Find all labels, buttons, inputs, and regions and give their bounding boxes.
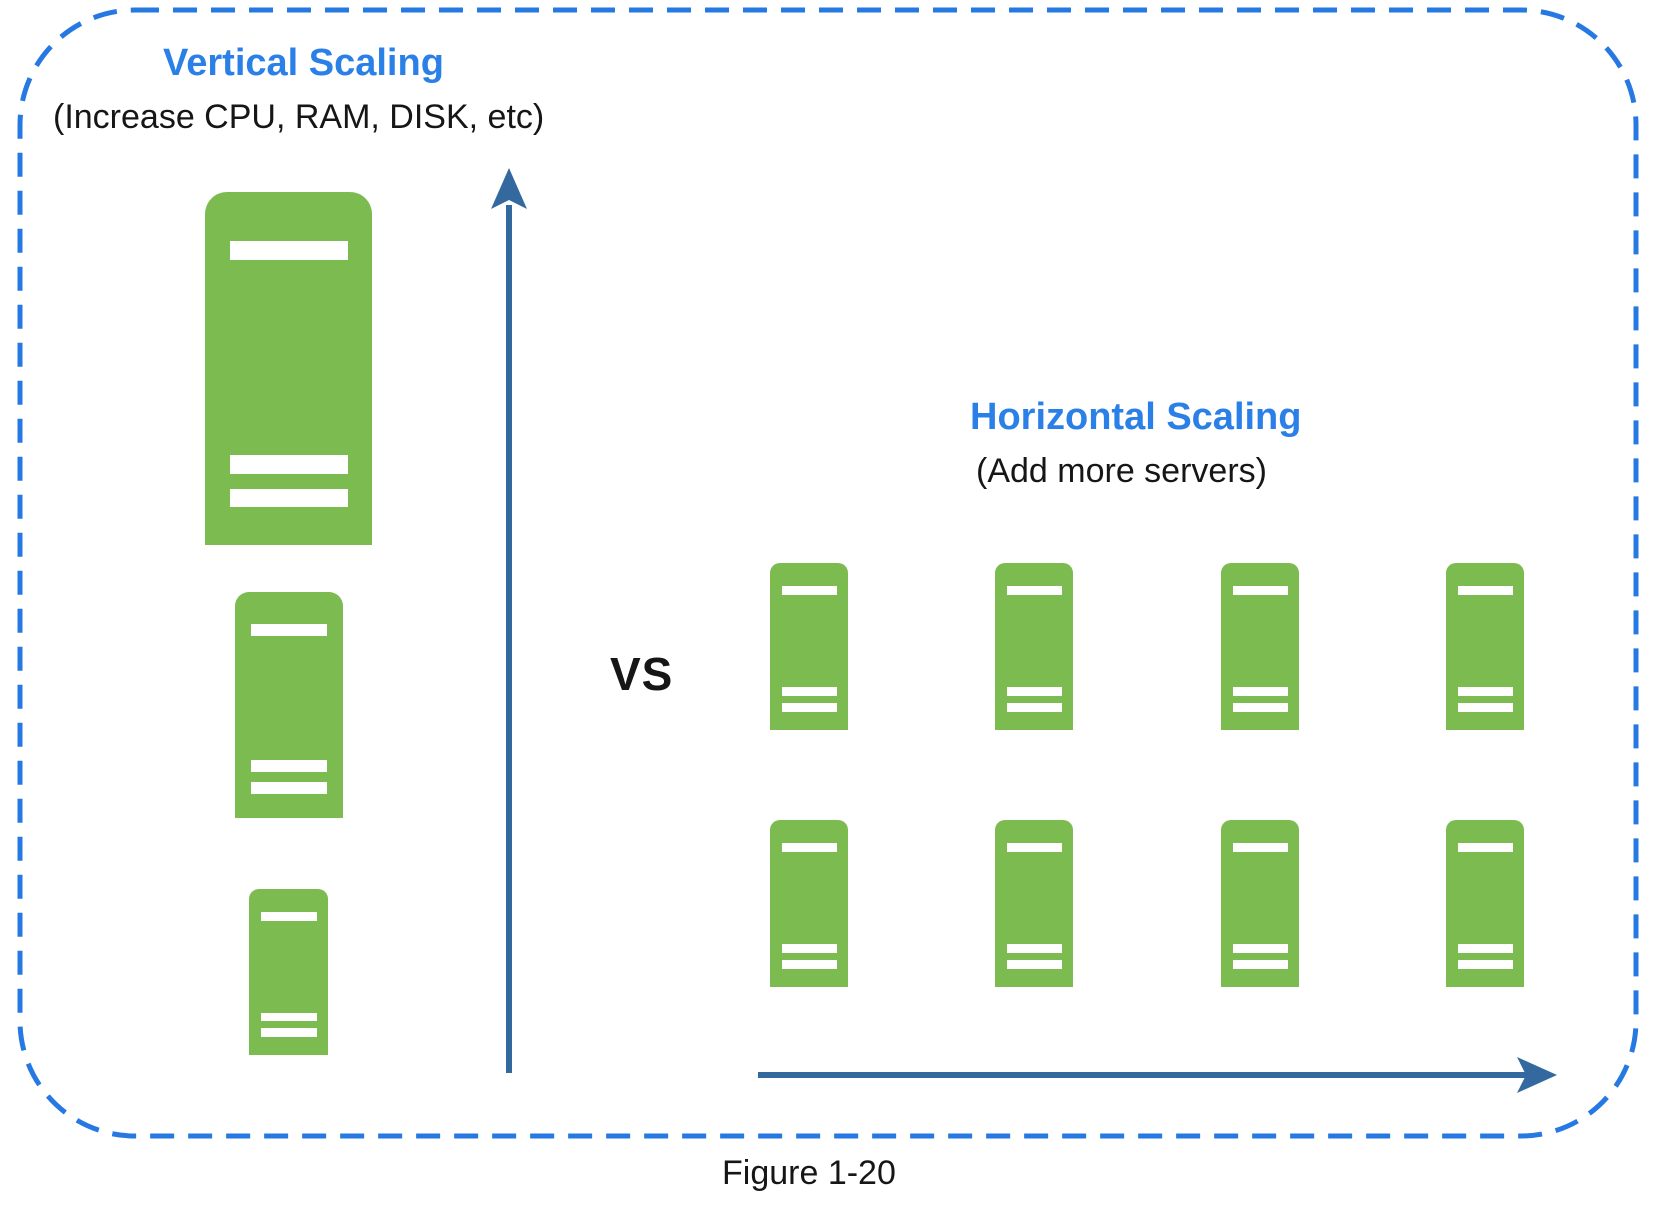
server-slot-stripe [1457, 960, 1513, 970]
figure-caption: Figure 1-20 [722, 1154, 896, 1192]
server-slot-stripe [781, 586, 837, 596]
server-slot-stripe [1457, 703, 1513, 713]
server-icon [1221, 820, 1299, 987]
server-slot-stripe [781, 960, 837, 970]
server-slot-stripe [230, 241, 348, 261]
server-slot-stripe [1457, 944, 1513, 954]
server-slot-stripe [230, 488, 348, 508]
server-icon [235, 592, 343, 818]
server-slot-stripe [1232, 843, 1288, 853]
server-slot-stripe [781, 703, 837, 713]
vertical-scaling-title: Vertical Scaling [163, 42, 444, 84]
server-slot-stripe [230, 454, 348, 474]
server-slot-stripe [1232, 960, 1288, 970]
up-arrow-icon [491, 168, 527, 1073]
server-icon [1221, 563, 1299, 730]
server-icon [770, 563, 848, 730]
dashed-border [17, 7, 1639, 1139]
server-icon [770, 820, 848, 987]
server-icon [1446, 820, 1524, 987]
server-slot-stripe [781, 944, 837, 954]
server-icon [249, 889, 328, 1055]
server-slot-stripe [260, 912, 317, 922]
server-slot-stripe [251, 760, 328, 773]
server-slot-stripe [1006, 944, 1062, 954]
server-icon [205, 192, 372, 545]
server-icon [1446, 563, 1524, 730]
server-slot-stripe [1232, 944, 1288, 954]
server-slot-stripe [1006, 586, 1062, 596]
server-slot-stripe [260, 1028, 317, 1038]
server-slot-stripe [1232, 687, 1288, 697]
server-slot-stripe [1006, 703, 1062, 713]
server-slot-stripe [781, 687, 837, 697]
horizontal-scaling-title: Horizontal Scaling [970, 396, 1302, 438]
server-slot-stripe [1006, 843, 1062, 853]
server-slot-stripe [251, 781, 328, 794]
server-slot-stripe [260, 1012, 317, 1022]
server-slot-stripe [1457, 586, 1513, 596]
vs-label: VS [610, 648, 674, 700]
server-slot-stripe [251, 623, 328, 636]
server-slot-stripe [1006, 687, 1062, 697]
server-slot-stripe [1457, 687, 1513, 697]
server-icon [995, 563, 1073, 730]
right-arrow-icon [758, 1057, 1557, 1093]
server-slot-stripe [1457, 843, 1513, 853]
server-icon [995, 820, 1073, 987]
server-slot-stripe [1232, 703, 1288, 713]
server-slot-stripe [781, 843, 837, 853]
server-slot-stripe [1232, 586, 1288, 596]
server-slot-stripe [1006, 960, 1062, 970]
vertical-scaling-subtitle: (Increase CPU, RAM, DISK, etc) [53, 98, 545, 136]
horizontal-scaling-subtitle: (Add more servers) [976, 452, 1267, 490]
